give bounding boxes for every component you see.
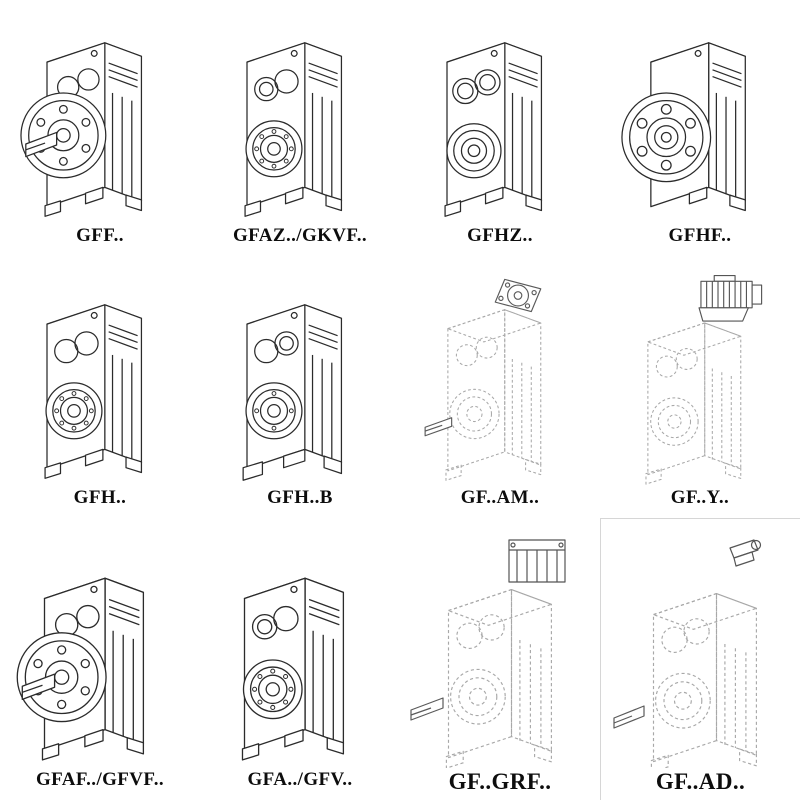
gearbox-illustration (645, 275, 763, 485)
bore-details (245, 331, 303, 440)
gearbox-drawing-gf-grf (400, 518, 600, 768)
housing (445, 309, 542, 481)
gearbox-illustration (241, 577, 345, 761)
catalog-cell-gf-grf: GF..GRF.. (400, 518, 600, 800)
catalog-cell-gf-ad: GF..AD.. (600, 518, 800, 800)
model-label: GF..GRF.. (448, 768, 552, 794)
catalog-cell-gfhz: GFHZ.. (400, 0, 600, 256)
model-label: GFA../GFV.. (247, 769, 353, 791)
gearbox-illustration (44, 304, 143, 479)
motor-block (698, 275, 763, 322)
gearbox-illustration (20, 42, 143, 217)
model-label: GFAZ../GKVF.. (233, 225, 367, 247)
gearbox-illustration (244, 42, 343, 217)
gearbox-drawing-gfhf (600, 0, 800, 224)
input-flange-plate (494, 278, 542, 313)
catalog-cell-gfhf: GFHF.. (600, 0, 800, 256)
bore-details (446, 69, 502, 179)
bore-details (245, 69, 303, 178)
output-shaft (424, 417, 453, 437)
gearbox-illustration (621, 42, 746, 212)
gearbox-illustration (424, 278, 542, 481)
gearbox-drawing-gfaf (0, 518, 200, 768)
model-label: GFHF.. (668, 225, 732, 247)
model-label: GF..AM.. (460, 487, 540, 509)
model-label: GFH..B (267, 487, 333, 509)
catalog-cell-gfh-b: GFH..B (200, 256, 400, 518)
input-shaft-adapter (728, 539, 761, 567)
model-label: GFHZ.. (467, 225, 533, 247)
gearbox-drawing-gfh (0, 256, 200, 486)
output-flange (16, 632, 107, 723)
model-label: GF..Y.. (670, 487, 730, 509)
housing (445, 588, 552, 768)
gearbox-drawing-gff (0, 0, 200, 224)
output-flange (621, 92, 712, 183)
model-label: GFAF../GFVF.. (35, 769, 164, 791)
bore-details (242, 605, 303, 720)
catalog-cell-gff: GFF.. (0, 0, 200, 256)
output-shaft (612, 705, 645, 729)
model-label: GF..AD.. (655, 768, 746, 794)
gearbox-drawing-gf-am (400, 256, 600, 486)
gearbox-illustration (242, 304, 343, 481)
bore-details (45, 331, 103, 440)
gearbox-drawing-gfh-b (200, 256, 400, 486)
gearbox-drawing-gf-ad (601, 519, 800, 768)
housing (645, 322, 742, 485)
output-flange (20, 92, 107, 179)
catalog-cell-gf-am: GF..AM.. (400, 256, 600, 518)
gearbox-drawing-gfaz (200, 0, 400, 224)
gearbox-illustration (16, 577, 145, 761)
gearbox-drawing-gfhz (400, 0, 600, 224)
catalog-cell-gfh: GFH.. (0, 256, 200, 518)
catalog-cell-gfaf-gfvf: GFAF../GFVF.. (0, 518, 200, 800)
gearbox-drawing-gfa (200, 518, 400, 768)
adapter-bracket (508, 539, 566, 583)
output-shaft (21, 673, 56, 701)
catalog-cell-gf-y: GF..Y.. (600, 256, 800, 518)
model-label: GFF.. (76, 225, 124, 247)
output-shaft (25, 131, 58, 158)
output-shaft (410, 697, 444, 721)
catalog-cell-gfaz-gkvf: GFAZ../GKVF.. (200, 0, 400, 256)
gearbox-illustration (444, 42, 543, 217)
gearbox-illustration (410, 539, 566, 768)
housing (650, 592, 757, 768)
gearbox-drawing-gf-y (600, 256, 800, 486)
catalog-cell-gfa-gfv: GFA../GFV.. (200, 518, 400, 800)
gearbox-illustration (612, 539, 761, 768)
model-label: GFH.. (73, 487, 127, 509)
